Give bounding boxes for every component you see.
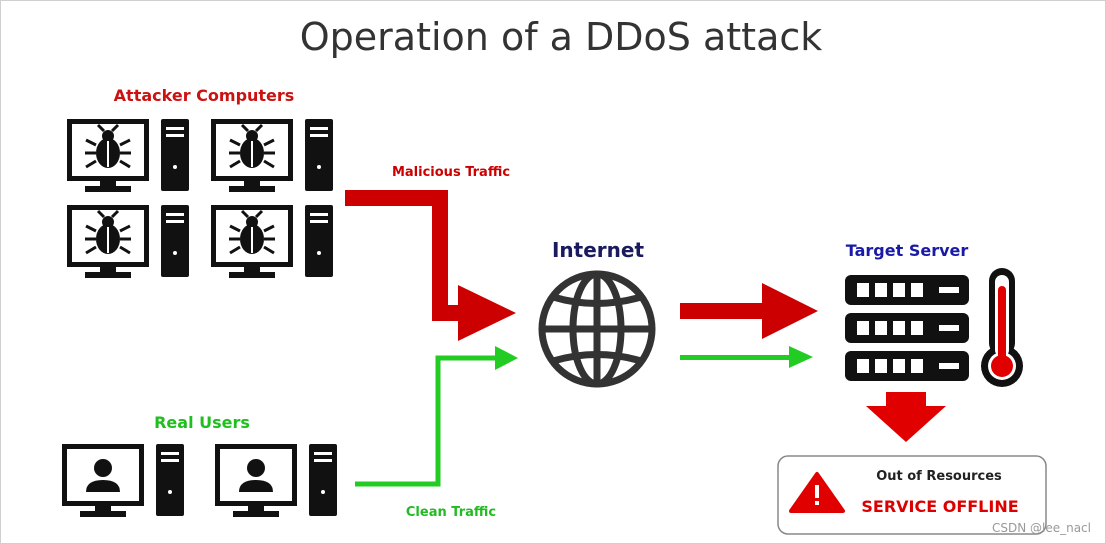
target-server-label: Target Server [846, 241, 969, 260]
malicious-to-server-arrow [680, 283, 818, 339]
down-arrow-icon [866, 392, 946, 442]
malicious-traffic-label: Malicious Traffic [392, 165, 510, 180]
service-offline-text: SERVICE OFFLINE [861, 497, 1018, 516]
diagram-title: Operation of a DDoS attack [300, 15, 823, 59]
attacker-computer-2 [209, 117, 335, 194]
user-computer-1 [62, 444, 184, 517]
attacker-computer-4 [209, 203, 335, 280]
globe-icon [538, 270, 656, 388]
out-of-resources-text: Out of Resources [876, 469, 1002, 484]
malicious-traffic-arrow [345, 190, 462, 321]
clean-traffic-arrow [355, 355, 498, 487]
alert-box: Out of Resources SERVICE OFFLINE [777, 455, 1047, 535]
attackers-label: Attacker Computers [114, 86, 295, 105]
warning-triangle-icon [789, 472, 845, 513]
attacker-computer-3 [65, 203, 191, 280]
attacker-computer-1 [65, 117, 191, 194]
watermark-text: CSDN @lee_nacl [992, 521, 1091, 535]
clean-traffic-label: Clean Traffic [406, 505, 496, 520]
thermometer-icon [981, 268, 1023, 387]
malicious-arrowhead [458, 285, 516, 341]
real-users-label: Real Users [154, 413, 250, 432]
server-rack-icon [845, 275, 969, 381]
clean-arrowhead [495, 346, 518, 370]
clean-to-server-arrow [680, 346, 813, 368]
internet-label: Internet [552, 238, 644, 262]
user-computer-2 [215, 444, 337, 517]
